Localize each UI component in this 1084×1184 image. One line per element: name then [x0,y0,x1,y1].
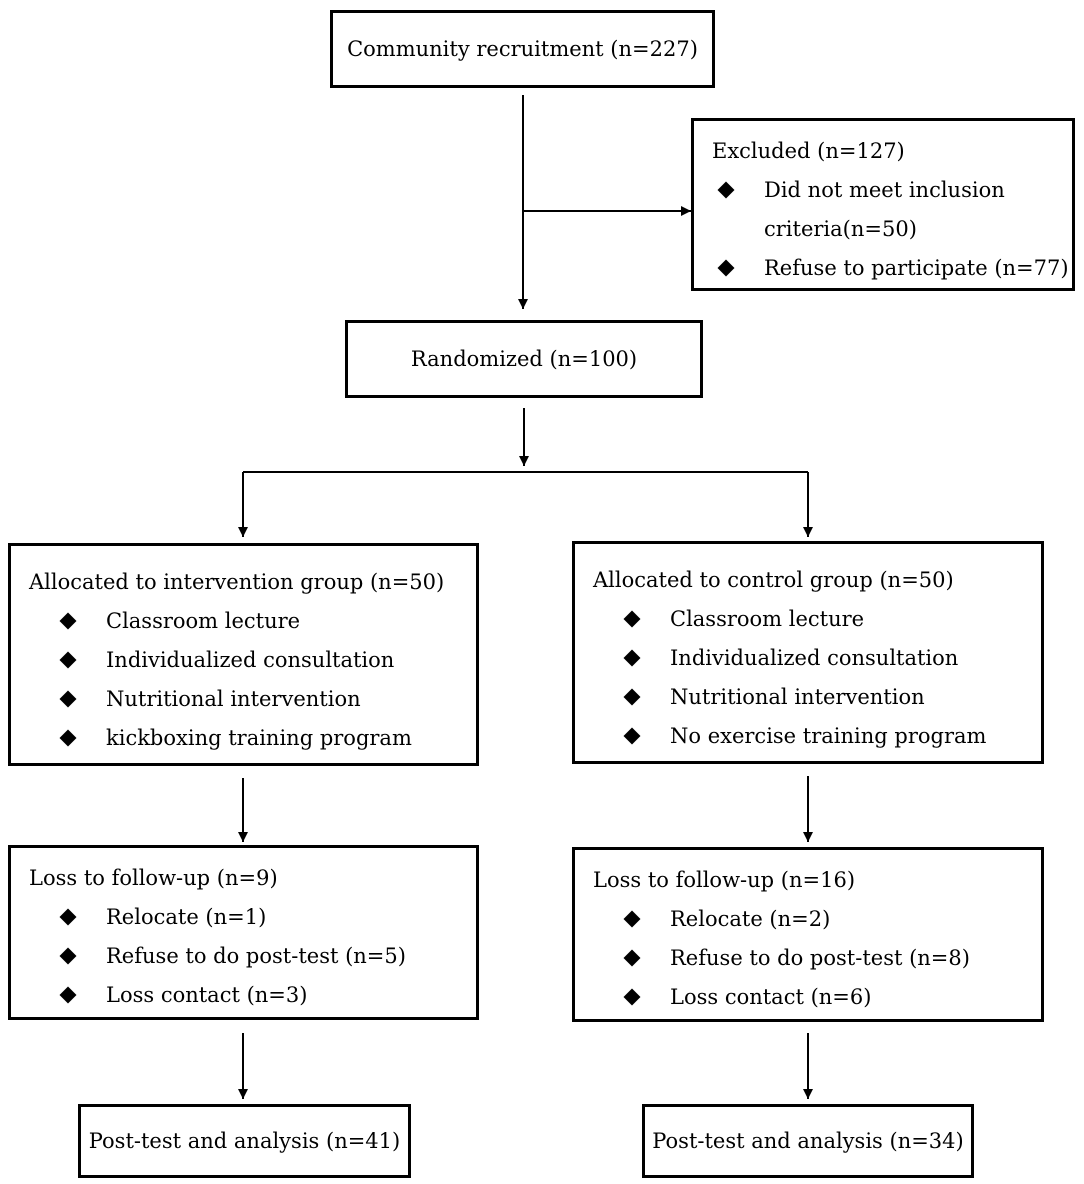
control-loss-item-text: Refuse to do post-test (n=8) [670,946,970,970]
control-loss-box: Loss to follow-up (n=16) Relocate (n=2) … [572,847,1044,1022]
intervention-allocation-item-text: Individualized consultation [106,648,395,672]
diamond-bullet-icon [623,688,641,706]
diamond-bullet-icon [59,612,77,630]
control-loss-item: Loss contact (n=6) [593,978,1041,1017]
excluded-item-continuation: criteria(n=50) [712,210,1072,249]
control-loss-item-text: Relocate (n=2) [670,907,831,931]
diamond-bullet-icon [623,949,641,967]
intervention-loss-item-text: Refuse to do post-test (n=5) [106,944,406,968]
control-allocation-heading: Allocated to control group (n=50) [593,568,954,592]
control-loss-heading: Loss to follow-up (n=16) [593,868,856,892]
intervention-allocation-heading: Allocated to intervention group (n=50) [29,570,445,594]
intervention-allocation-item-text: kickboxing training program [106,726,412,750]
diamond-bullet-icon [717,181,735,199]
diamond-bullet-icon [717,259,735,277]
recruitment-label: Community recruitment (n=227) [347,37,698,61]
diamond-bullet-icon [59,947,77,965]
intervention-allocation-box: Allocated to intervention group (n=50) C… [8,543,479,766]
intervention-analysis-box: Post-test and analysis (n=41) [78,1104,411,1178]
diamond-bullet-icon [59,729,77,747]
intervention-analysis-label: Post-test and analysis (n=41) [88,1129,401,1153]
intervention-loss-item: Refuse to do post-test (n=5) [29,937,476,976]
excluded-item: Did not meet inclusion [712,171,1072,210]
control-loss-item: Relocate (n=2) [593,900,1041,939]
control-allocation-box: Allocated to control group (n=50) Classr… [572,541,1044,764]
diamond-bullet-icon [623,910,641,928]
randomized-box: Randomized (n=100) [345,320,703,398]
intervention-loss-item: Loss contact (n=3) [29,976,476,1015]
diamond-bullet-icon [623,727,641,745]
intervention-loss-list: Relocate (n=1) Refuse to do post-test (n… [29,898,476,1015]
control-loss-list: Relocate (n=2) Refuse to do post-test (n… [593,900,1041,1017]
excluded-item-text: Refuse to participate (n=77) [764,256,1069,280]
diamond-bullet-icon [59,651,77,669]
control-allocation-item: Classroom lecture [593,600,1041,639]
intervention-allocation-item: Individualized consultation [29,641,476,680]
diamond-bullet-icon [623,610,641,628]
control-analysis-box: Post-test and analysis (n=34) [642,1104,974,1178]
diamond-bullet-icon [623,988,641,1006]
excluded-heading: Excluded (n=127) [712,139,905,163]
intervention-allocation-item: Classroom lecture [29,602,476,641]
recruitment-box: Community recruitment (n=227) [330,10,715,88]
control-allocation-item: Individualized consultation [593,639,1041,678]
control-allocation-item-text: Classroom lecture [670,607,865,631]
control-analysis-label: Post-test and analysis (n=34) [652,1129,964,1153]
intervention-allocation-list: Classroom lecture Individualized consult… [29,602,476,758]
intervention-loss-item-text: Relocate (n=1) [106,905,267,929]
excluded-item-text: criteria(n=50) [764,217,917,241]
control-loss-item: Refuse to do post-test (n=8) [593,939,1041,978]
intervention-loss-box: Loss to follow-up (n=9) Relocate (n=1) R… [8,845,479,1020]
control-allocation-item: No exercise training program [593,717,1041,756]
diamond-bullet-icon [623,649,641,667]
excluded-list: Did not meet inclusion criteria(n=50) Re… [712,171,1072,288]
intervention-allocation-item-text: Nutritional intervention [106,687,361,711]
excluded-item: Refuse to participate (n=77) [712,249,1072,288]
intervention-loss-item: Relocate (n=1) [29,898,476,937]
diamond-bullet-icon [59,986,77,1004]
control-allocation-item-text: No exercise training program [670,724,987,748]
diamond-bullet-icon [59,690,77,708]
diamond-bullet-icon [59,908,77,926]
control-allocation-item-text: Nutritional intervention [670,685,925,709]
excluded-box: Excluded (n=127) Did not meet inclusion … [691,118,1075,291]
randomized-label: Randomized (n=100) [410,347,638,371]
intervention-allocation-item: Nutritional intervention [29,680,476,719]
control-allocation-item-text: Individualized consultation [670,646,959,670]
intervention-loss-item-text: Loss contact (n=3) [106,983,308,1007]
intervention-loss-heading: Loss to follow-up (n=9) [29,866,278,890]
control-allocation-item: Nutritional intervention [593,678,1041,717]
control-allocation-list: Classroom lecture Individualized consult… [593,600,1041,756]
intervention-allocation-item: kickboxing training program [29,719,476,758]
control-loss-item-text: Loss contact (n=6) [670,985,872,1009]
excluded-item-text: Did not meet inclusion [764,178,1005,202]
intervention-allocation-item-text: Classroom lecture [106,609,301,633]
